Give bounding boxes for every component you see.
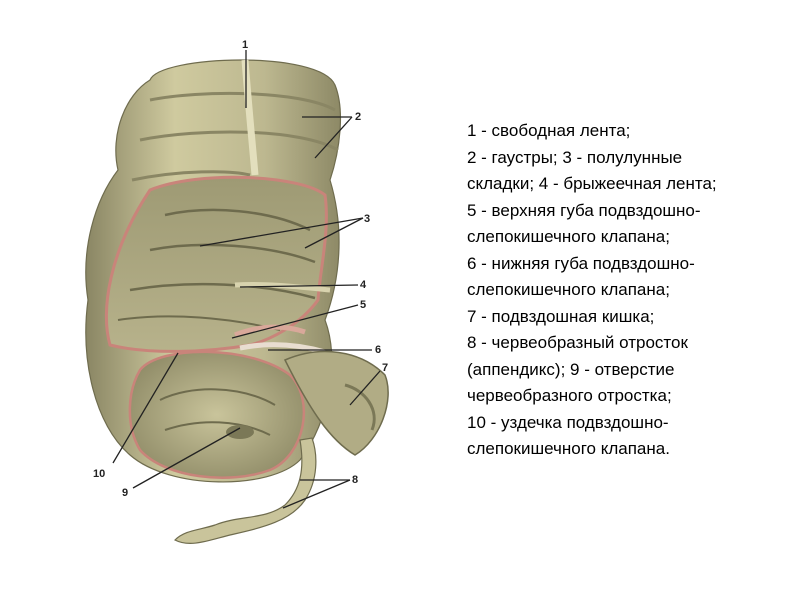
callout-3-leader — [304, 217, 364, 249]
callout-9-leader — [132, 427, 241, 489]
cecum-fold — [159, 388, 276, 406]
cecum-fold — [164, 421, 271, 436]
callout-8-label: 8 — [352, 474, 358, 486]
legend-line: червеобразного отростка; — [467, 386, 672, 405]
legend: 1 - свободная лента; 2 - гаустры; 3 - по… — [467, 118, 787, 463]
callout-10-leader — [112, 352, 179, 464]
opened-cavity — [104, 175, 328, 353]
appendix — [174, 437, 317, 544]
legend-line: 1 - свободная лента; — [467, 121, 631, 140]
legend-line: 8 - червеобразный отросток — [467, 333, 688, 352]
callout-4-label: 4 — [360, 279, 367, 291]
callout-8-leader — [282, 479, 351, 509]
semilunar-fold — [149, 243, 316, 264]
haustra-band — [131, 170, 251, 182]
callout-9-label: 9 — [122, 487, 128, 499]
callout-6-label: 6 — [375, 344, 381, 356]
semilunar-fold — [129, 282, 316, 300]
callout-2-leader — [314, 116, 353, 159]
legend-line: 6 - нижняя губа подвздошно- — [467, 253, 695, 273]
legend-line: 10 - уздечка подвздошно- — [467, 412, 669, 432]
callout-10-label: 10 — [93, 468, 105, 480]
callout-3-leader — [199, 217, 364, 247]
ileum — [283, 350, 389, 456]
callout-7-leader — [349, 370, 381, 406]
callout-4-leader — [239, 284, 359, 288]
callout-1-label: 1 — [242, 39, 248, 51]
haustra-band — [139, 130, 339, 152]
cecum-illustration: 1 2 3 4 5 6 7 8 9 10 — [85, 39, 389, 544]
callout-5-label: 5 — [360, 299, 366, 311]
legend-line: 5 - верхняя губа подвздошно- — [467, 200, 701, 220]
legend-line: слепокишечного клапана; — [467, 227, 670, 246]
callout-3-label: 3 — [364, 213, 370, 225]
ileum-lumen — [344, 383, 376, 431]
legend-line: (аппендикс); 9 - отверстие — [467, 359, 675, 379]
semilunar-fold — [164, 208, 311, 232]
legend-line: складки; 4 - брыжеечная лента; — [467, 174, 717, 193]
legend-line: слепокишечного клапана. — [467, 439, 670, 458]
callout-7-label: 7 — [382, 362, 388, 374]
legend-line: 7 - подвздошная кишка; — [467, 306, 655, 326]
legend-line: слепокишечного клапана; — [467, 280, 670, 299]
callout-5-leader — [231, 304, 359, 339]
legend-line: 2 - гаустры; 3 - полулунные — [467, 147, 683, 167]
appendix-orifice — [226, 425, 254, 439]
cecum-bowl — [128, 350, 305, 479]
mesenteric-taenia — [234, 281, 331, 293]
callout-2-label: 2 — [355, 111, 361, 123]
